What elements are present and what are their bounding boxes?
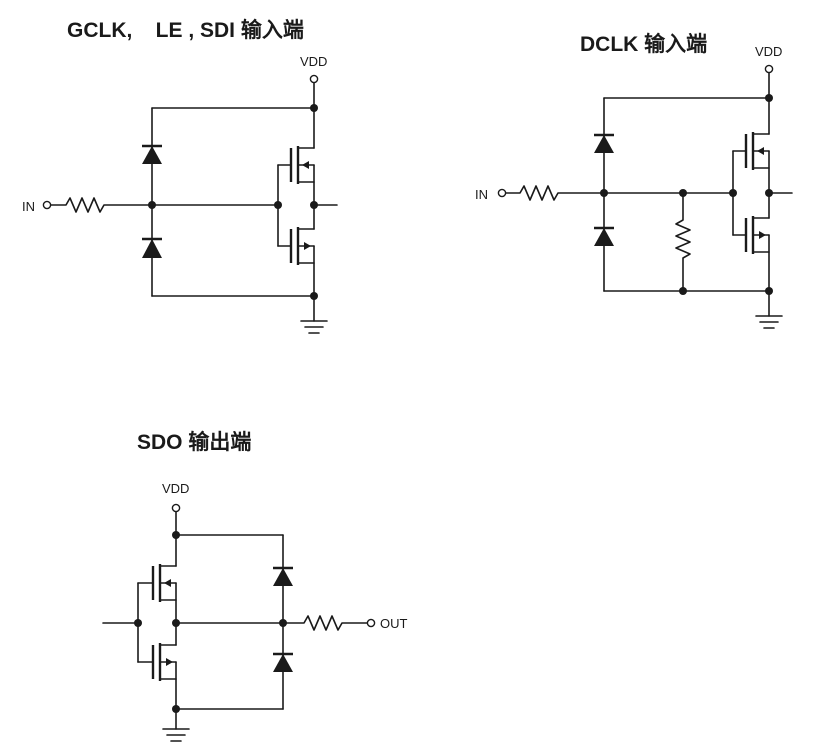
dclk-vdd-terminal xyxy=(764,64,774,74)
gclk-circuit-title: GCLK, LE , SDI 输入端 xyxy=(67,18,304,42)
dclk-nmos-transistor xyxy=(744,216,770,254)
sdo-pmos-transistor xyxy=(151,564,177,602)
gclk-pmos-transistor xyxy=(289,146,315,184)
gclk-in-label: IN xyxy=(22,199,35,214)
dclk-in-terminal xyxy=(497,188,507,198)
dclk-in-label: IN xyxy=(475,187,488,202)
sdo-out-label: OUT xyxy=(380,616,408,631)
dclk-input-resistor xyxy=(505,185,605,201)
gclk-input-circuit: GCLK, LE , SDI 输入端 VDD IN xyxy=(22,18,338,334)
gclk-input-resistor xyxy=(50,197,153,213)
sdo-output-circuit: SDO 输出端 VDD OUT xyxy=(102,430,408,742)
gclk-lower-diode xyxy=(142,237,162,258)
gclk-upper-diode xyxy=(142,144,162,164)
sdo-vdd-terminal xyxy=(171,503,181,513)
gclk-nmos-transistor xyxy=(289,227,315,265)
dclk-input-circuit: DCLK 输入端 VDD IN xyxy=(475,32,793,329)
sdo-vdd-label: VDD xyxy=(162,481,189,496)
gclk-vdd-label: VDD xyxy=(300,54,327,69)
dclk-circuit-title: DCLK 输入端 xyxy=(580,32,707,56)
sdo-nmos-transistor xyxy=(151,643,177,681)
dclk-ground-symbol xyxy=(755,290,783,329)
gclk-in-terminal xyxy=(42,200,52,210)
sdo-ground-symbol xyxy=(162,708,190,742)
sdo-out-terminal xyxy=(366,618,376,628)
gclk-ground-symbol xyxy=(300,295,328,334)
dclk-upper-diode xyxy=(594,133,614,153)
sdo-output-resistor xyxy=(282,615,368,631)
sdo-upper-diode xyxy=(273,566,293,586)
sdo-lower-diode xyxy=(273,652,293,672)
dclk-vdd-label: VDD xyxy=(755,44,782,59)
dclk-lower-diode xyxy=(594,226,614,246)
sdo-circuit-title: SDO 输出端 xyxy=(137,430,251,454)
gclk-vdd-terminal xyxy=(309,74,319,84)
dclk-pulldown-resistor xyxy=(675,192,691,292)
dclk-pmos-transistor xyxy=(744,132,770,170)
